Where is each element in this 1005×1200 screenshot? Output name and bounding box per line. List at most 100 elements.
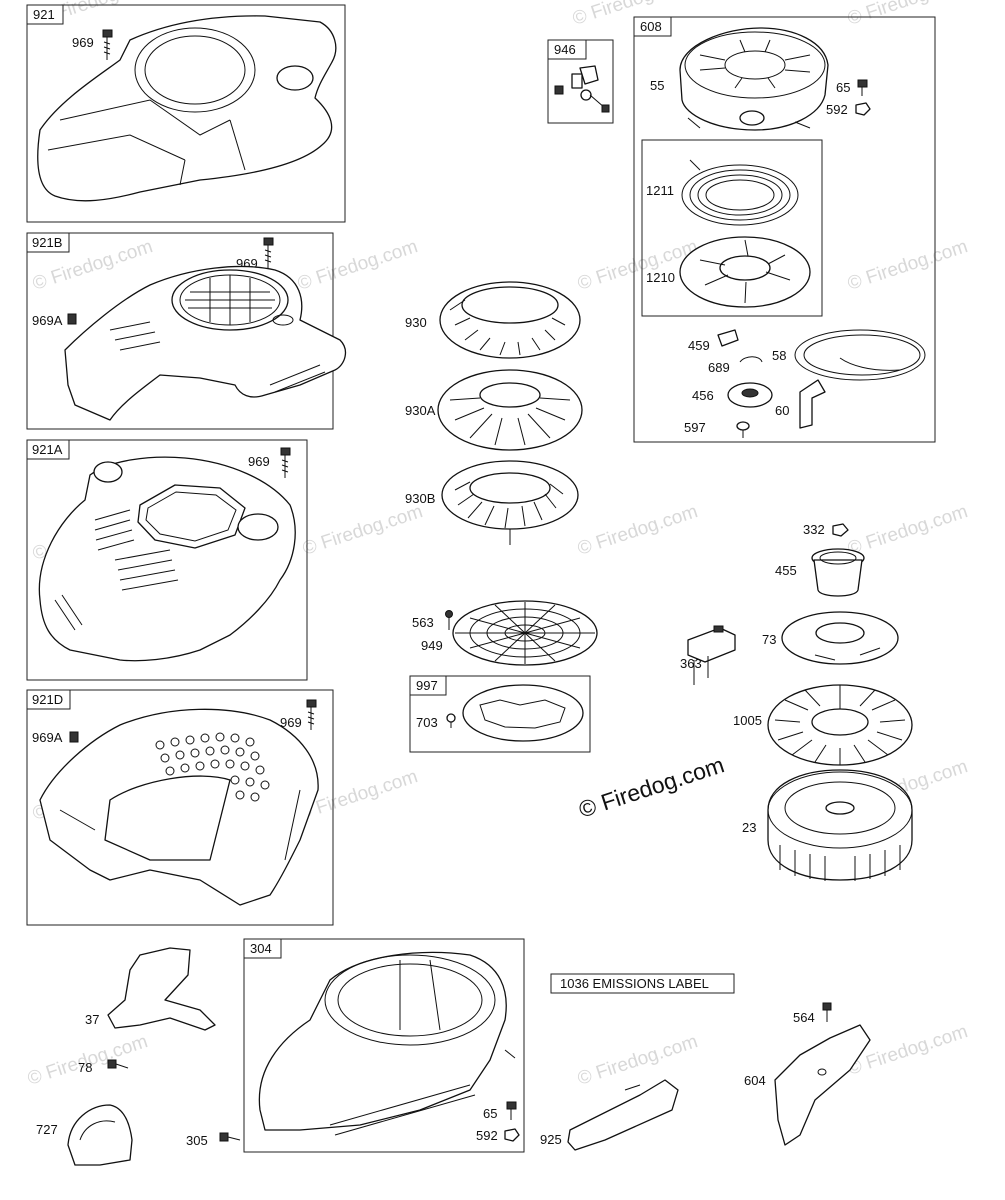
- blower-housing-cover-921D: [39, 708, 319, 906]
- fastener-kit: [554, 65, 610, 113]
- group-label-921B: 921B: [32, 235, 62, 250]
- part-label-727: 727: [36, 1122, 58, 1137]
- mesh-screen-949: [452, 600, 598, 666]
- screw-icon: [736, 421, 750, 438]
- flywheel-23: [767, 769, 913, 881]
- part-label-689: 689: [708, 360, 730, 375]
- bolt-icon: [857, 79, 868, 96]
- emissions-label-text: 1036 EMISSIONS LABEL: [560, 976, 709, 991]
- watermark: © Firedog.com: [575, 1031, 700, 1090]
- group-label-997: 997: [416, 678, 438, 693]
- watermark: © Firedog.com: [575, 501, 700, 560]
- part-label-73: 73: [762, 632, 776, 647]
- part-label-1005: 1005: [733, 713, 762, 728]
- group-label-921D: 921D: [32, 692, 63, 707]
- watermark: © Firedog.com: [570, 0, 695, 30]
- group-946: 946: [547, 39, 614, 124]
- pawl: [717, 329, 739, 347]
- part-label-60: 60: [775, 403, 789, 418]
- starter-cup: [811, 548, 865, 597]
- part-label-1210: 1210: [646, 270, 675, 285]
- bolt-icon: [102, 29, 113, 60]
- part-label-592: 592: [826, 102, 848, 117]
- screw-icon: [107, 1059, 129, 1069]
- part-label-592: 592: [476, 1128, 498, 1143]
- shield: [67, 1104, 133, 1166]
- screw-icon: [445, 610, 453, 630]
- part-label-305: 305: [186, 1133, 208, 1148]
- starter-rope: [794, 329, 926, 381]
- nut-icon: [69, 731, 79, 743]
- blower-housing-cover-921B: [64, 265, 347, 421]
- watermark: © Firedog.com: [300, 501, 425, 560]
- part-label-969A: 969A: [32, 730, 63, 745]
- group-921D: 921D 969A 969: [26, 689, 334, 926]
- blower-housing-cover-921A: [38, 456, 296, 662]
- part-label-925: 925: [540, 1132, 562, 1147]
- group-304: 304 65 592: [243, 938, 525, 1153]
- nut-icon: [67, 313, 77, 325]
- part-label-969A: 969A: [32, 313, 63, 328]
- rotating-screen-930: [439, 281, 581, 359]
- part-label-363: 363: [680, 656, 702, 671]
- watermark: © Firedog.com: [845, 501, 970, 560]
- emissions-label: 1036 EMISSIONS LABEL: [550, 973, 735, 994]
- deflector-604: [774, 1024, 871, 1146]
- part-label-55: 55: [650, 78, 664, 93]
- part-label-969: 969: [280, 715, 302, 730]
- part-label-1211: 1211: [646, 183, 674, 198]
- part-label-65: 65: [483, 1106, 497, 1121]
- part-label-604: 604: [744, 1073, 766, 1088]
- part-label-703: 703: [416, 715, 438, 730]
- part-label-37: 37: [85, 1012, 99, 1027]
- rotating-screens: 930 930A 930B 563: [405, 281, 598, 666]
- part-label-456: 456: [692, 388, 714, 403]
- recoil-spring: [681, 159, 799, 226]
- group-label-304: 304: [250, 941, 272, 956]
- rotating-screen-930A: [437, 369, 583, 451]
- nut-icon: [832, 523, 849, 537]
- part-label-563: 563: [412, 615, 434, 630]
- part-label-78: 78: [78, 1060, 92, 1075]
- group-label-921A: 921A: [32, 442, 63, 457]
- group-608: 608 55 65 592 1211: [633, 16, 936, 443]
- watermark: © Firedog.com: [845, 0, 970, 30]
- part-label-332: 332: [803, 522, 825, 537]
- part-label-930: 930: [405, 315, 427, 330]
- ignition-armature: [687, 625, 736, 685]
- screen-adapter: [462, 684, 584, 742]
- part-label-969: 969: [72, 35, 94, 50]
- group-921B: 921B 969 969A: [26, 232, 347, 430]
- group-label-946: 946: [554, 42, 576, 57]
- part-label-930A: 930A: [405, 403, 436, 418]
- screw-icon: [822, 1002, 832, 1022]
- bolt-icon: [506, 1101, 517, 1120]
- nut-icon: [855, 102, 871, 116]
- flywheel-fan: [781, 611, 899, 665]
- part-label-564: 564: [793, 1010, 815, 1025]
- part-label-58: 58: [772, 348, 786, 363]
- rewind-starter-housing: [679, 27, 829, 131]
- blower-housing-cover-921: [37, 15, 337, 202]
- grille-pattern: [155, 732, 270, 802]
- flywheel-stack: 332 455 363 73 1005 23: [680, 522, 913, 881]
- part-label-455: 455: [775, 563, 797, 578]
- group-label-921: 921: [33, 7, 55, 22]
- watermark: © Firedog.com: [295, 236, 420, 295]
- part-label-65: 65: [836, 80, 850, 95]
- part-label-459: 459: [688, 338, 710, 353]
- group-997: 997 703: [409, 675, 591, 753]
- air-guides: 37 78 727: [36, 947, 216, 1166]
- part-label-949: 949: [421, 638, 443, 653]
- bolt-icon: [263, 237, 274, 268]
- cam-retainer: [727, 382, 773, 408]
- group-921A: 921A 969: [26, 439, 308, 681]
- air-guide: [107, 947, 216, 1031]
- bolt-icon: [280, 447, 291, 478]
- watermark: © Firedog.com: [845, 236, 970, 295]
- flywheel-1005: [767, 684, 913, 766]
- screw-icon: [446, 713, 456, 728]
- part-label-597: 597: [684, 420, 706, 435]
- group-921: 921 969: [26, 4, 346, 223]
